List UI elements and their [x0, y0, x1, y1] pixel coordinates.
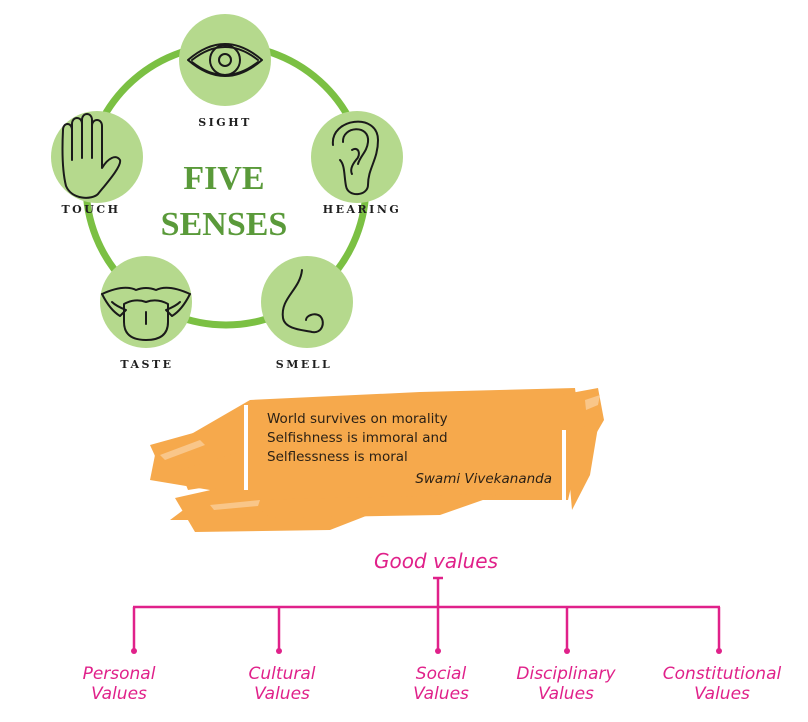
label-sight: SIGHT: [198, 116, 252, 129]
quote-author: Swami Vivekananda: [415, 471, 552, 487]
tree-root-label: Good values: [374, 549, 498, 573]
smell-circle: [261, 256, 353, 348]
value-category-label: Cultural: [249, 664, 316, 684]
nose-icon: [281, 269, 324, 334]
value-category-label: Personal: [83, 664, 156, 684]
quote-brush-background: [150, 388, 604, 532]
quote-line: Selfishness is immoral and: [267, 430, 448, 446]
value-category-sublabel: Values: [538, 684, 594, 704]
title-senses: SENSES: [161, 206, 288, 243]
brush-white-strip-left: [244, 405, 248, 490]
touch-circle: [51, 111, 143, 203]
ear-icon: [331, 120, 379, 196]
tongue-icon: [101, 286, 191, 341]
sight-circle: [179, 14, 271, 106]
good-values-tree: Good values PersonalValuesCulturalValues…: [83, 549, 782, 704]
branch-dot: [435, 648, 441, 654]
sense-touch: TOUCH: [51, 111, 143, 216]
branch-dot: [131, 648, 137, 654]
eye-icon: [187, 43, 263, 77]
branch-dot: [716, 648, 722, 654]
value-category-sublabel: Values: [254, 684, 310, 704]
branch-dot: [276, 648, 282, 654]
value-category-label: Social: [416, 664, 467, 684]
quote-text: World survives on morality Selfishness i…: [267, 410, 448, 467]
quote-line: World survives on morality: [267, 411, 448, 427]
title-five: FIVE: [183, 160, 264, 197]
label-smell: SMELL: [276, 358, 332, 371]
label-taste: TASTE: [120, 358, 173, 371]
label-hearing: HEARING: [323, 203, 402, 216]
five-senses-diagram: FIVE SENSES SIGHT HEARING SMELL: [51, 14, 403, 371]
branch-dot: [564, 648, 570, 654]
quote-line: Selflessness is moral: [267, 449, 408, 465]
label-touch: TOUCH: [61, 203, 120, 216]
value-category-sublabel: Values: [694, 684, 750, 704]
value-category-sublabel: Values: [413, 684, 469, 704]
sense-sight: SIGHT: [179, 14, 271, 129]
sense-taste: TASTE: [100, 256, 192, 371]
value-category-label: Constitutional: [663, 664, 782, 684]
value-category-sublabel: Values: [91, 684, 147, 704]
value-category-label: Disciplinary: [516, 664, 616, 684]
sense-hearing: HEARING: [311, 111, 403, 216]
hearing-circle: [311, 111, 403, 203]
hand-icon: [61, 113, 122, 199]
sense-smell: SMELL: [261, 256, 353, 371]
brush-white-strip-right: [562, 430, 566, 505]
